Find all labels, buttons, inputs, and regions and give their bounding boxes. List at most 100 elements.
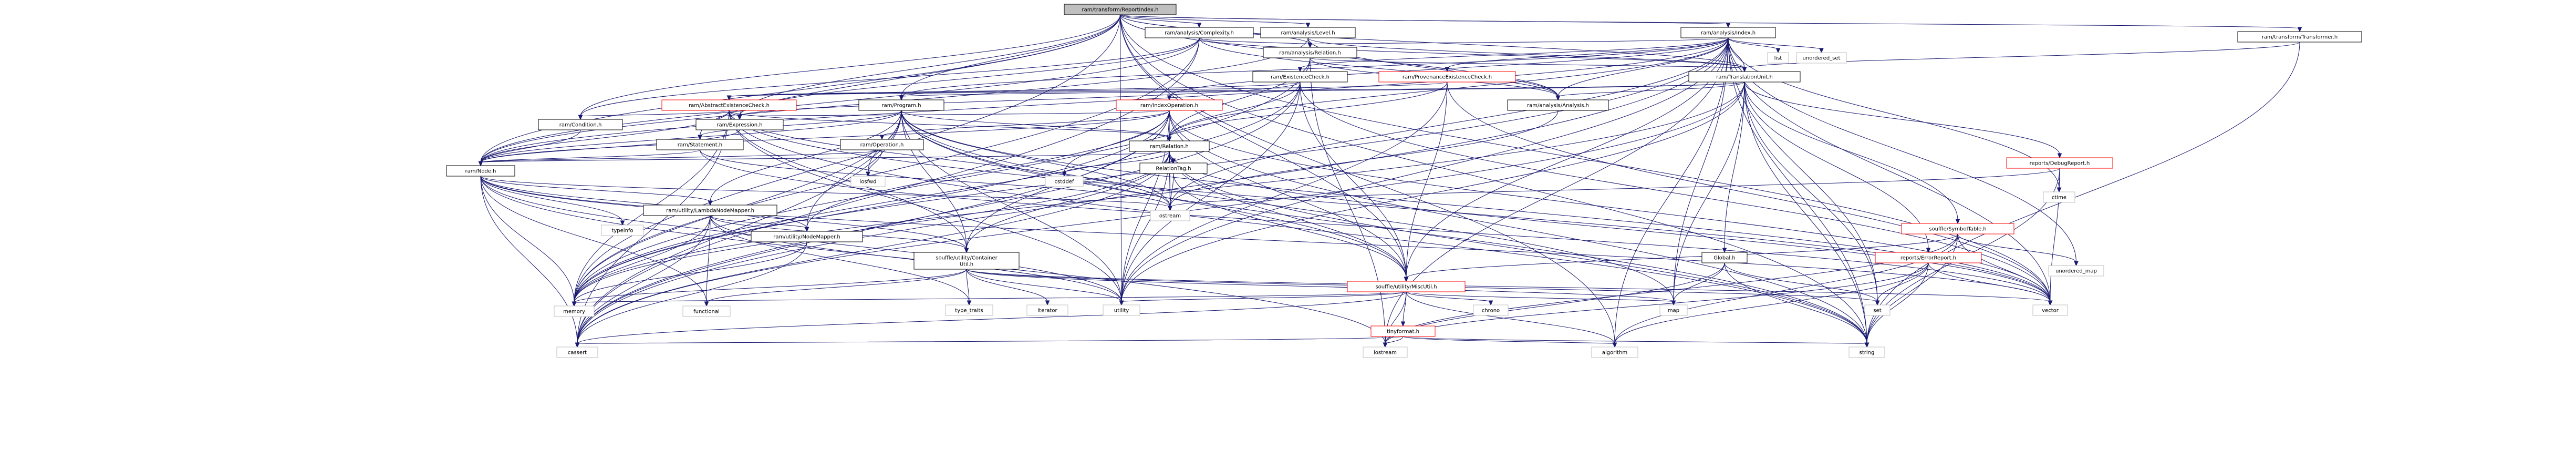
edge-arrowhead xyxy=(1171,158,1176,164)
node-ram-analysis-level-h[interactable]: ram/analysis/Level.h xyxy=(1260,27,1356,38)
node-ram-analysis-relation-h[interactable]: ram/analysis/Relation.h xyxy=(1263,47,1357,58)
edge-line xyxy=(710,215,807,229)
edge-arrowhead xyxy=(1305,23,1311,28)
node-ram-condition-h[interactable]: ram/Condition.h xyxy=(538,119,623,130)
edge-miscUtil-to-cassert xyxy=(575,291,1407,348)
node-ram-abstractexistencecheck-h[interactable]: ram/AbstractExistenceCheck.h xyxy=(661,99,797,111)
node-box xyxy=(1260,27,1356,38)
node-ram-node-h[interactable]: ram/Node.h xyxy=(446,165,515,177)
node-iostream: iostream xyxy=(1363,346,1408,358)
node-ram-provenanceexistencecheck-h[interactable]: ram/ProvenanceExistenceCheck.h xyxy=(1378,71,1516,83)
edge-line xyxy=(577,215,711,344)
edge-line xyxy=(1121,37,1729,302)
node-ram-indexoperation-h[interactable]: ram/IndexOperation.h xyxy=(1116,99,1223,111)
node-box xyxy=(1263,47,1357,58)
edge-arrowhead xyxy=(1875,300,1880,306)
edge-line xyxy=(1406,233,1958,279)
node-ram-existencecheck-h[interactable]: ram/ExistenceCheck.h xyxy=(1252,71,1348,83)
edge-lambdaNodeMapper-to-nodeMapper xyxy=(710,215,809,232)
edge-arrowhead xyxy=(2297,27,2302,33)
edge-line xyxy=(1447,81,2051,302)
edge-line xyxy=(739,81,1301,117)
edge-line xyxy=(1866,42,2300,344)
node-global-h[interactable]: Global.h xyxy=(1701,252,1748,263)
node-reports-debugreport-h[interactable]: reports/DebugReport.h xyxy=(2006,157,2113,169)
edge-line xyxy=(1170,173,1174,208)
edge-provExistenceCheck-to-absExistenceCheck xyxy=(726,81,1448,101)
edge-line xyxy=(1406,291,1674,302)
edge-index-to-translationUnit xyxy=(1728,37,1747,73)
edge-arrowhead xyxy=(2057,153,2062,159)
node-ram-expression-h[interactable]: ram/Expression.h xyxy=(695,119,784,130)
edge-line xyxy=(480,176,623,222)
node-ram-analysis-analysis-h[interactable]: ram/analysis/Analysis.h xyxy=(1507,99,1609,111)
node-box xyxy=(1129,140,1210,152)
edge-containerUtil-to-functional xyxy=(704,269,967,307)
node-box xyxy=(1659,304,1688,316)
edge-indexOperation-to-vector xyxy=(1169,110,2053,306)
edge-arrowhead xyxy=(2048,300,2053,306)
edge-line xyxy=(574,269,967,303)
edge-line xyxy=(1173,173,1407,279)
node-label: vector xyxy=(2042,308,2059,314)
edge-arrowhead xyxy=(708,200,713,206)
node-box xyxy=(682,305,731,317)
node-cassert: cassert xyxy=(556,346,598,358)
edge-indexOperation-to-string xyxy=(1169,110,1869,348)
edge-line xyxy=(901,110,967,250)
edge-line xyxy=(577,241,807,344)
edge-line xyxy=(1064,151,1170,174)
node-relationtag-h[interactable]: RelationTag.h xyxy=(1139,162,1208,174)
node-box xyxy=(2237,31,2362,43)
node-ram-transform-reportindex-h[interactable]: ram/transform/ReportIndex.h xyxy=(1064,4,1177,15)
node-ram-relation-h[interactable]: ram/Relation.h xyxy=(1129,140,1210,152)
edge-line xyxy=(1614,233,1958,344)
edge-line xyxy=(577,37,1729,344)
edge-containerUtil-to-utility xyxy=(966,269,1124,306)
edge-line xyxy=(1406,81,1448,279)
edge-line xyxy=(1170,37,1729,208)
edge-root-to-index xyxy=(1120,14,1731,28)
node-ram-utility-nodemapper-h[interactable]: ram/utility/NodeMapper.h xyxy=(751,231,863,242)
edge-line xyxy=(1310,57,1745,69)
node-souffle-symboltable-h[interactable]: souffle/SymbolTable.h xyxy=(1901,223,2014,234)
node-label: ctime xyxy=(2052,195,2066,201)
edge-relationAnalysis-to-relation xyxy=(1167,57,1311,142)
node-ram-statement-h[interactable]: ram/Statement.h xyxy=(656,139,744,150)
edge-arrowhead xyxy=(620,220,625,226)
edge-line xyxy=(1120,14,1729,25)
edge-arrowhead xyxy=(1168,206,1172,211)
node-utility: utility xyxy=(1103,304,1140,316)
node-box xyxy=(656,139,744,150)
node-ram-analysis-complexity-h[interactable]: ram/analysis/Complexity.h xyxy=(1145,27,1254,38)
node-set: set xyxy=(1864,304,1891,316)
node-label: iterator xyxy=(1037,308,1057,314)
edge-line xyxy=(1169,110,2051,302)
node-reports-errorreport-h[interactable]: reports/ErrorReport.h xyxy=(1875,252,1982,263)
node-label: set xyxy=(1873,308,1881,314)
node-ram-operation-h[interactable]: ram/Operation.h xyxy=(840,139,924,150)
node-souffle-utility-miscutil-h[interactable]: souffle/utility/MiscUtil.h xyxy=(1347,281,1466,292)
node-ram-translationunit-h[interactable]: ram/TranslationUnit.h xyxy=(1688,71,1801,83)
node-ram-program-h[interactable]: ram/Program.h xyxy=(858,99,944,111)
node-label: type_traits xyxy=(955,308,983,314)
node-box xyxy=(1864,304,1891,316)
edge-line xyxy=(710,110,902,202)
node-tinyformat-h[interactable]: tinyformat.h xyxy=(1370,325,1436,337)
node-ram-analysis-index-h[interactable]: ram/analysis/Index.h xyxy=(1680,27,1776,38)
edge-line xyxy=(574,215,711,303)
edge-containerUtil-to-iterator xyxy=(966,269,1050,306)
edge-line xyxy=(1728,37,1878,302)
node-label: ram/AbstractExistenceCheck.h xyxy=(689,103,770,109)
node-label: ram/ProvenanceExistenceCheck.h xyxy=(1403,75,1492,80)
node-ram-utility-lambdanodemapper-h[interactable]: ram/utility/LambdaNodeMapper.h xyxy=(643,205,777,216)
edge-line xyxy=(574,151,1170,303)
node-label: ram/analysis/Index.h xyxy=(1701,30,1756,36)
node-box xyxy=(446,165,515,177)
edge-line xyxy=(1744,81,1958,221)
node-box xyxy=(945,304,993,316)
edge-line xyxy=(700,149,1170,208)
node-ram-transform-transformer-h[interactable]: ram/transform/Transformer.h xyxy=(2237,31,2362,43)
